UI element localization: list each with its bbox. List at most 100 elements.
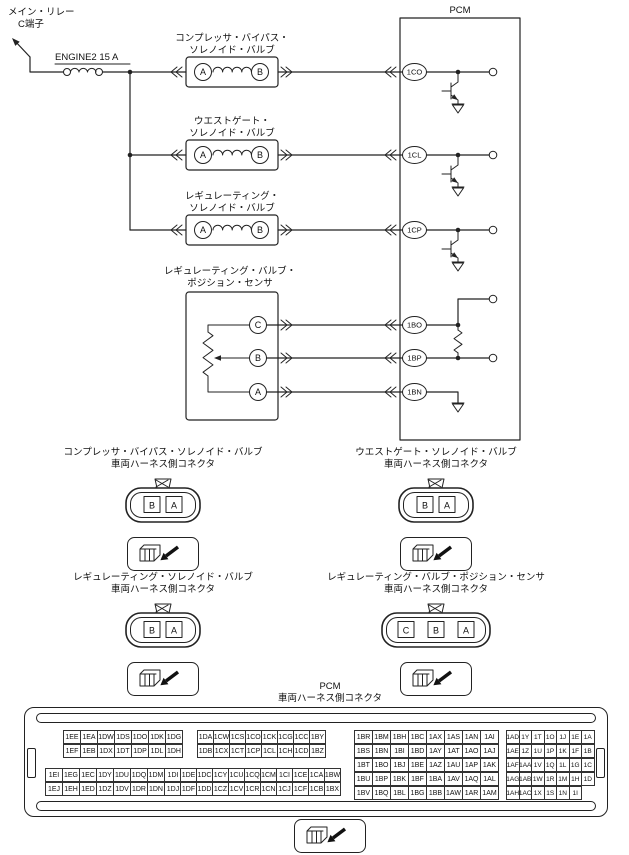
- valve-label: レギュレーティング・: [185, 190, 279, 202]
- pcm-connector-title-line2: 車両ハーネス側コネクタ: [277, 693, 383, 704]
- pcm-pin-cell: 1BM: [372, 730, 391, 744]
- pcm-pin-cell: 1EC: [79, 768, 97, 782]
- test-point-icon: [488, 150, 498, 160]
- transistor-icon: [441, 229, 459, 263]
- pin-label: B: [149, 501, 155, 511]
- connector-section-position-sensor: レギュレーティング・バルブ・ポジション・センサ 車両ハーネス側コネクタ C B …: [313, 572, 559, 697]
- pcm-pin-cell: 1CJ: [276, 782, 293, 796]
- pcm-connector-title-line1: PCM: [319, 681, 341, 692]
- pcm-pin-cell: 1BH: [390, 730, 409, 744]
- pcm-pin-cell: 1DF: [180, 782, 197, 796]
- pcm-pin-cell: 1BX: [324, 782, 341, 796]
- pcm-pin-label: 1BN: [407, 388, 422, 397]
- pcm-pin-cell: 1J: [556, 730, 570, 744]
- pcm-pin-cell: 1M: [556, 772, 570, 786]
- pcm-pin-cell: 1B: [581, 744, 595, 758]
- pcm-pin-cell: 1BU: [354, 772, 373, 786]
- pcm-pin-cell: 1CB: [308, 782, 325, 796]
- pcm-pin-cell: 1AD: [506, 730, 520, 744]
- pcm-pin-cell: 1CD: [293, 744, 310, 758]
- valve-pin-a: A: [200, 67, 206, 77]
- pcm-pin-cell: 1CE: [292, 768, 309, 782]
- test-point-icon: [488, 67, 498, 77]
- pcm-pin-cell: 1BL: [390, 786, 409, 800]
- pcm-pin-cell: 1AT: [444, 744, 463, 758]
- pcm-pin-cell: 1DO: [131, 730, 149, 744]
- pin-cavity: [143, 621, 161, 638]
- housing-bottom-slot: [36, 801, 596, 811]
- pcm-pin-cell: 1BA: [426, 772, 445, 786]
- pcm-pin-cell: 1EJ: [45, 782, 63, 796]
- pin-cavity: [427, 621, 445, 638]
- pcm-pin-cell: 1EI: [45, 768, 63, 782]
- connector-title: コンプレッサ・バイパス・ソレノイド・バルブ: [63, 447, 263, 458]
- pcm-pin-cell: 1AV: [444, 772, 463, 786]
- pcm-pin-cell: 1AX: [426, 730, 445, 744]
- pcm-pin-cell: 1BR: [354, 730, 373, 744]
- pcm-pin-cell: 1AN: [462, 730, 481, 744]
- valve-label: ソレノイド・バルブ: [189, 44, 275, 56]
- pcm-pin-cell: 1AQ: [462, 772, 481, 786]
- pcm-pin-cell: 1D: [581, 772, 595, 786]
- pcm-pin-cell: 1AI: [480, 730, 499, 744]
- pcm-pin-cell: 1BK: [390, 772, 409, 786]
- pcm-pin-cell: 1DD: [196, 782, 213, 796]
- pcm-pin-cell: 1BP: [372, 772, 391, 786]
- pcm-pin-cell: 1CK: [261, 730, 278, 744]
- pcm-pin-label: 1CL: [408, 151, 422, 160]
- pcm-pin-cell: 1CQ: [244, 768, 261, 782]
- connector-subtitle: 車両ハーネス側コネクタ: [383, 584, 489, 595]
- connector-title: ウエストゲート・ソレノイド・バルブ: [355, 447, 517, 458]
- connector-subtitle: 車両ハーネス側コネクタ: [383, 459, 489, 470]
- pcm-pin-cell: 1AJ: [480, 744, 499, 758]
- pcm-pin-cell: 1CO: [245, 730, 262, 744]
- connector-title: レギュレーティング・バルブ・ポジション・センサ: [327, 572, 545, 583]
- pcm-pin-cell: 1K: [556, 744, 570, 758]
- pcm-pin-cell: 1AL: [480, 772, 499, 786]
- pcm-pin-cell: 1DU: [113, 768, 131, 782]
- pcm-terminal-1cl: 1CL: [384, 146, 498, 197]
- pcm-pin-label: 1BO: [407, 321, 422, 330]
- pcm-pin-cell: 1BE: [408, 758, 427, 772]
- pin-cavity: [165, 621, 183, 638]
- pcm-pin-cell: 1CR: [244, 782, 261, 796]
- pcm-pin-cell: 1DV: [113, 782, 131, 796]
- pcm-pin-cell: 1CU: [228, 768, 245, 782]
- pcm-pin-cell: 1A: [581, 730, 595, 744]
- pcm-pin-cell: 1X: [531, 786, 545, 800]
- coil-icon: [212, 149, 252, 156]
- connector-face-3pin: C B A: [381, 603, 491, 648]
- valve-pin-b: B: [257, 67, 263, 77]
- coil-icon: [212, 224, 252, 231]
- pcm-pin-cell: 1DP: [131, 744, 149, 758]
- connector-face-2pin: B A: [125, 603, 201, 648]
- pcm-pin-cell: 1BY: [309, 730, 326, 744]
- pcm-pin-cell: 1T: [531, 730, 545, 744]
- pcm-pin-cell: 1W: [531, 772, 545, 786]
- pcm-pin-cell: 1AY: [426, 744, 445, 758]
- pcm-pin-cell: 1BV: [354, 786, 373, 800]
- pcm-pin-cell: 1BC: [408, 730, 427, 744]
- ground-icon: [451, 402, 465, 413]
- pcm-pin-cell: 1CL: [261, 744, 278, 758]
- junction-dot: [127, 152, 133, 158]
- connector-section-regulating-valve: レギュレーティング・ソレノイド・バルブ 車両ハーネス側コネクタ B A: [40, 572, 286, 697]
- valve-compressor-bypass: コンプレッサ・バイパス・ ソレノイド・バルブ A B: [170, 33, 404, 88]
- pcm-pin-cell: 1DB: [197, 744, 214, 758]
- source-label-line1: メイン・リレー: [8, 7, 75, 18]
- pcm-terminal-1bo: 1BO: [384, 294, 498, 359]
- pcm-pin-cell: 1CW: [213, 730, 230, 744]
- pcm-pin-cell: 1DM: [147, 768, 165, 782]
- pcm-pin-cell: 1CN: [260, 782, 277, 796]
- pcm-pin-cell: 1CS: [229, 730, 246, 744]
- pcm-pin-cell: 1AM: [480, 786, 499, 800]
- pcm-pin-label: 1CO: [407, 68, 423, 77]
- pcm-pin-cell: 1BW: [324, 768, 341, 782]
- connector-face-2pin: B A: [125, 478, 201, 523]
- valve-wastegate: ウエストゲート・ ソレノイド・バルブ A B: [170, 115, 404, 171]
